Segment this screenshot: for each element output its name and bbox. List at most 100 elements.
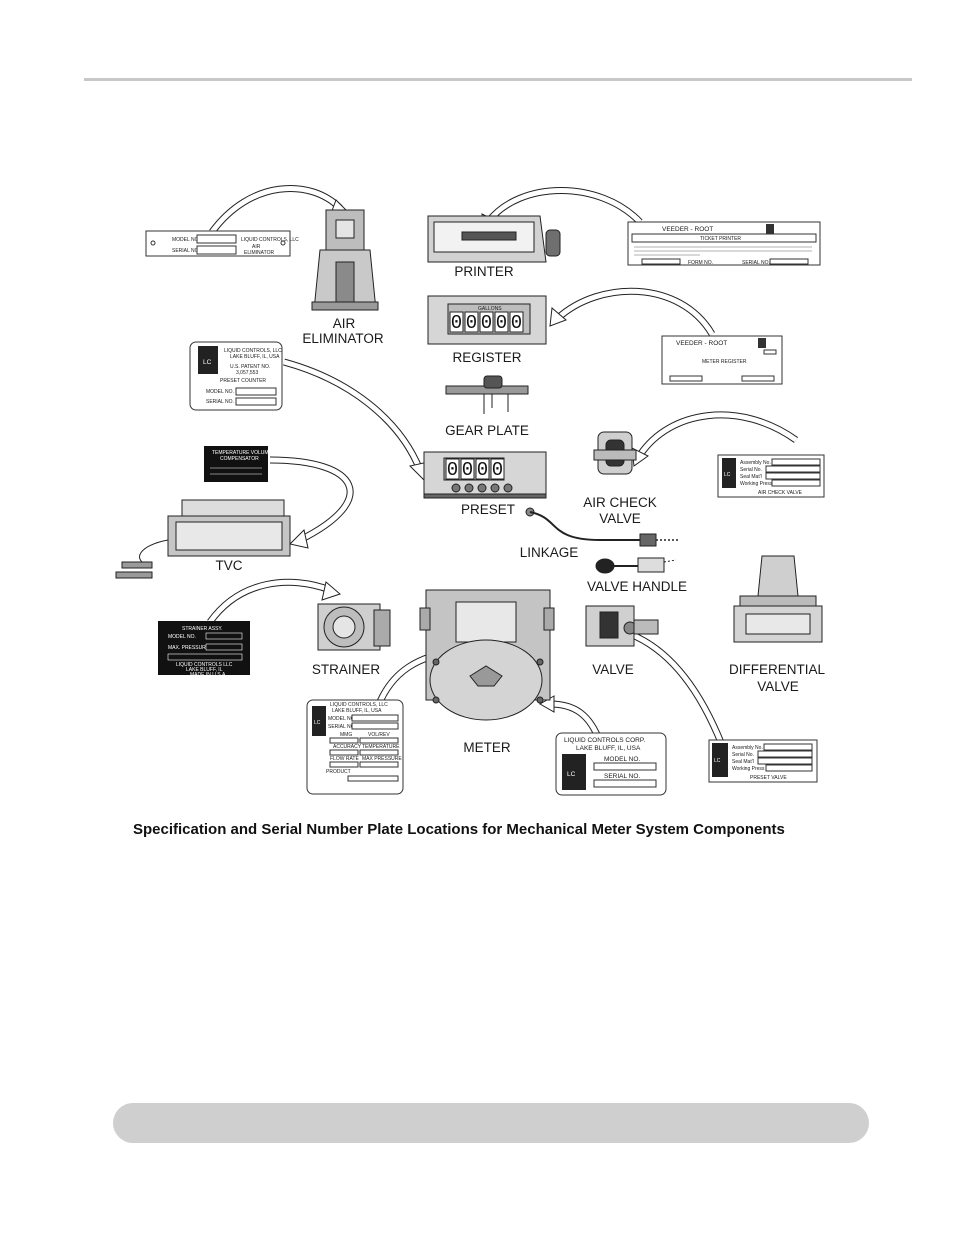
svg-text:LC: LC [203,359,212,366]
label-strainer: STRAINER [312,662,381,677]
preset-valve-serial: Serial No. [732,752,754,758]
register-digit-window [479,311,494,333]
preset-digit-window [445,458,460,480]
preset-serial: SERIAL NO. [206,399,234,405]
printer-serial: SERIAL NO. [742,260,770,266]
preset-plate: LC LIQUID CONTROLS, LLC LAKE BLUFF, IL, … [189,341,283,411]
arrows [207,185,799,747]
preset-patent-no: 3,057,553 [236,370,258,376]
strainer-device [317,603,391,651]
meter-spec-serial: SERIAL NO. [328,724,356,730]
preset-city: LAKE BLUFF, IL, USA [230,354,280,360]
svg-text:LC: LC [567,771,576,778]
printer-plate: VEEDER - ROOT TICKET PRINTER FORM NO. SE… [627,221,821,266]
air-eliminator-device [311,209,379,311]
air-eliminator-plate: MODEL NO. SERIAL NO. LIQUID CONTROLS, LL… [145,230,299,257]
plate-serial-label: SERIAL NO. [172,248,200,254]
meter-spec-mmg: MMG [340,732,352,738]
tvc-device [115,499,291,579]
label-differential-valve: VALVE [757,679,799,694]
preset-digit-window [490,458,505,480]
air-check-seal: Seal Mat'l [740,474,762,480]
label-valve-handle: VALVE HANDLE [587,579,687,594]
preset-valve-assembly: Assembly No. [732,745,763,751]
air-check-pressure: Working Press [740,481,773,487]
printer-form: FORM NO. [688,260,713,266]
label-linkage: LINKAGE [520,545,579,560]
label-air-check: AIR CHECK [583,495,657,510]
air-check-serial: Serial No. [740,467,762,473]
label-meter: METER [463,740,511,755]
meter-spec-city: LAKE BLUFF, IL, USA [332,708,382,714]
register-plate-brand: VEEDER - ROOT [676,340,727,347]
label-printer: PRINTER [454,264,514,279]
air-check-title: AIR CHECK VALVE [758,490,803,496]
plate-type: AIR [252,244,261,250]
label-gear-plate: GEAR PLATE [445,423,529,438]
plate-type: ELIMINATOR [244,250,274,256]
meter-device [419,589,555,721]
register-digit: 0 [451,312,462,334]
meter-corp-serial: SERIAL NO. [604,773,640,780]
meter-corp-plate: LIQUID CONTROLS CORP. LAKE BLUFF, IL, US… [555,732,667,796]
preset-digit: 0 [462,459,473,481]
svg-text:LC: LC [714,758,721,764]
valve-device [585,605,659,647]
meter-corp-city: LAKE BLUFF, IL, USA [576,745,641,752]
meter-spec-product: PRODUCT [326,769,351,775]
label-differential: DIFFERENTIAL [729,662,826,677]
header-rule [84,78,912,81]
strainer-title: STRAINER ASSY. [182,626,222,632]
arrow-valve [628,630,726,747]
register-digit-window [509,311,524,333]
meter-corp-maker: LIQUID CONTROLS CORP. [564,737,645,744]
footer-bar [113,1103,869,1143]
svg-text:LC: LC [314,720,321,726]
tvc-plate: TEMPERATURE VOLUME COMPENSATOR [204,446,273,482]
register-digit: 0 [466,312,477,334]
figure-caption: Specification and Serial Number Plate Lo… [133,821,785,838]
meter-spec-maker: LIQUID CONTROLS, LLC [330,702,388,708]
arrow-air-check [637,411,799,458]
label-eliminator: ELIMINATOR [302,331,384,346]
meter-spec-temperature: TEMPERATURE [362,744,400,750]
tvc-line2: COMPENSATOR [220,456,259,462]
differential-valve-device [733,555,823,643]
meter-spec-maxp: MAX PRESSURE [362,756,402,762]
strainer-plate: STRAINER ASSY. MODEL NO. MAX. PRESSURE L… [158,621,250,678]
register-plate: VEEDER - ROOT METER REGISTER [661,335,783,385]
strainer-model: MODEL NO. [168,634,196,640]
preset-valve-seal: Seal Mat'l [732,759,754,765]
tvc-line1: TEMPERATURE VOLUME [212,450,273,456]
printer-title: TICKET PRINTER [700,236,741,242]
svg-text:LC: LC [724,472,731,478]
preset-buttons [451,483,513,493]
meter-spec-volrev: VOL/REV [368,732,390,738]
register-unit: GALLONS [478,306,502,312]
preset-digit: 0 [492,459,503,481]
printer-device [427,215,561,263]
preset-digit-window [475,458,490,480]
meter-spec-accuracy: ACCURACY [333,744,362,750]
strainer-maker: LIQUID CONTROLS LLC [176,662,233,668]
plate-maker: LIQUID CONTROLS, LLC [241,237,299,243]
meter-spec-plate: LC LIQUID CONTROLS, LLC LAKE BLUFF, IL, … [306,699,404,795]
preset-digit-window [460,458,475,480]
label-valve: VALVE [592,662,634,677]
preset-patent: U.S. PATENT NO. [230,364,270,370]
plate-model-label: MODEL NO. [172,237,200,243]
meter-spec-model: MODEL NO. [328,716,356,722]
register-plate-title: METER REGISTER [702,359,747,365]
valve-handle-device [595,557,677,574]
preset-valve-title: PRESET VALVE [750,775,787,781]
preset-digit: 0 [447,459,458,481]
register-digit-window [494,311,509,333]
register-digit: 0 [481,312,492,334]
register-digit-window [464,311,479,333]
label-preset: PRESET [461,502,515,517]
meter-corp-model: MODEL NO. [604,756,640,763]
preset-model: MODEL NO. [206,389,234,395]
